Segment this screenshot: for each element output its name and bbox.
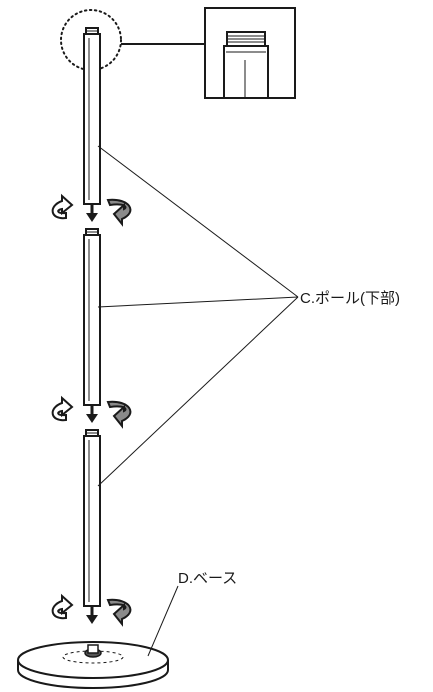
- pole-segment-top: [83, 27, 101, 205]
- base: [17, 641, 169, 689]
- rotate-arrows-3: [51, 593, 132, 627]
- base-label: D.ベース: [178, 570, 238, 587]
- pole-segment-bottom: [83, 429, 101, 607]
- pole-leader-lines: [97, 145, 299, 487]
- rotate-arrows-1: [51, 193, 132, 227]
- pole-label: C.ポール(下部): [300, 290, 400, 307]
- detail-callout: [60, 7, 296, 99]
- pole-segment-middle: [83, 228, 101, 406]
- rotate-arrows-2: [51, 395, 132, 429]
- thread-detail: [223, 31, 269, 99]
- base-leader-line: [147, 585, 179, 657]
